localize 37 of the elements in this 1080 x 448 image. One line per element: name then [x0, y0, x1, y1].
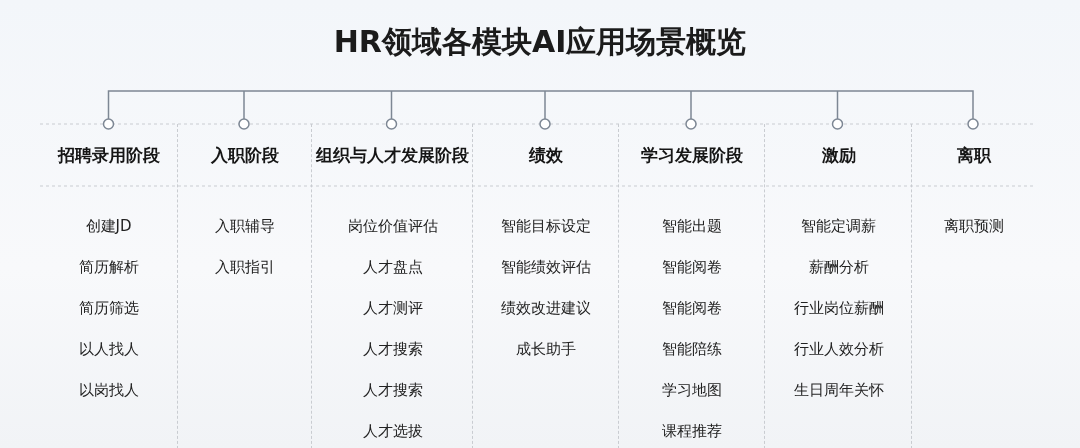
column-heading: 绩效 — [529, 143, 563, 167]
scenario-item: 人才搜索 — [362, 380, 423, 401]
scenario-item: 离职预测 — [944, 216, 1004, 237]
column-heading: 入职阶段 — [211, 143, 279, 167]
scenario-item: 人才搜索 — [362, 339, 423, 360]
scenario-item: 以岗找人 — [78, 380, 139, 401]
scenario-item: 课程推荐 — [662, 421, 722, 442]
scenario-item: 人才选拔 — [362, 421, 423, 442]
scenario-item: 以人找人 — [78, 339, 139, 360]
scenario-item: 绩效改进建议 — [501, 298, 591, 319]
scenario-item: 行业岗位薪酬 — [793, 298, 884, 319]
scenario-item: 入职指引 — [215, 257, 275, 278]
scenario-item: 人才盘点 — [362, 257, 423, 278]
scenario-item: 岗位价值评估 — [347, 216, 438, 237]
scenario-item: 行业人效分析 — [793, 339, 884, 360]
scenario-item: 薪酬分析 — [808, 257, 869, 278]
scenario-item: 智能目标设定 — [501, 216, 591, 237]
scenario-item: 智能绩效评估 — [501, 257, 591, 278]
scenario-item: 智能陪练 — [662, 339, 722, 360]
scenario-item: 生日周年关怀 — [793, 380, 884, 401]
column-heading: 激励 — [821, 143, 856, 167]
scenario-item: 智能出题 — [662, 216, 722, 237]
scenario-item: 简历解析 — [78, 257, 139, 278]
column-heading: 组织与人才发展阶段 — [316, 143, 469, 167]
column-heading: 离职 — [957, 143, 991, 167]
column-heading: 学习发展阶段 — [641, 143, 743, 167]
scenario-item: 创建JD — [85, 216, 132, 237]
scenario-item: 智能阅卷 — [662, 298, 722, 319]
title: HR领域各模块AI应用场景概览 — [332, 23, 748, 61]
scenario-item: 智能定调薪 — [801, 216, 876, 237]
scenario-item: 智能阅卷 — [662, 257, 722, 278]
scenario-item: 成长助手 — [516, 339, 576, 360]
scenario-item: 入职辅导 — [215, 216, 275, 237]
column-heading: 招聘录用阶段 — [57, 143, 160, 167]
scenario-item: 人才测评 — [362, 298, 423, 319]
scenario-item: 简历筛选 — [78, 298, 139, 319]
scenario-item: 学习地图 — [662, 380, 722, 401]
